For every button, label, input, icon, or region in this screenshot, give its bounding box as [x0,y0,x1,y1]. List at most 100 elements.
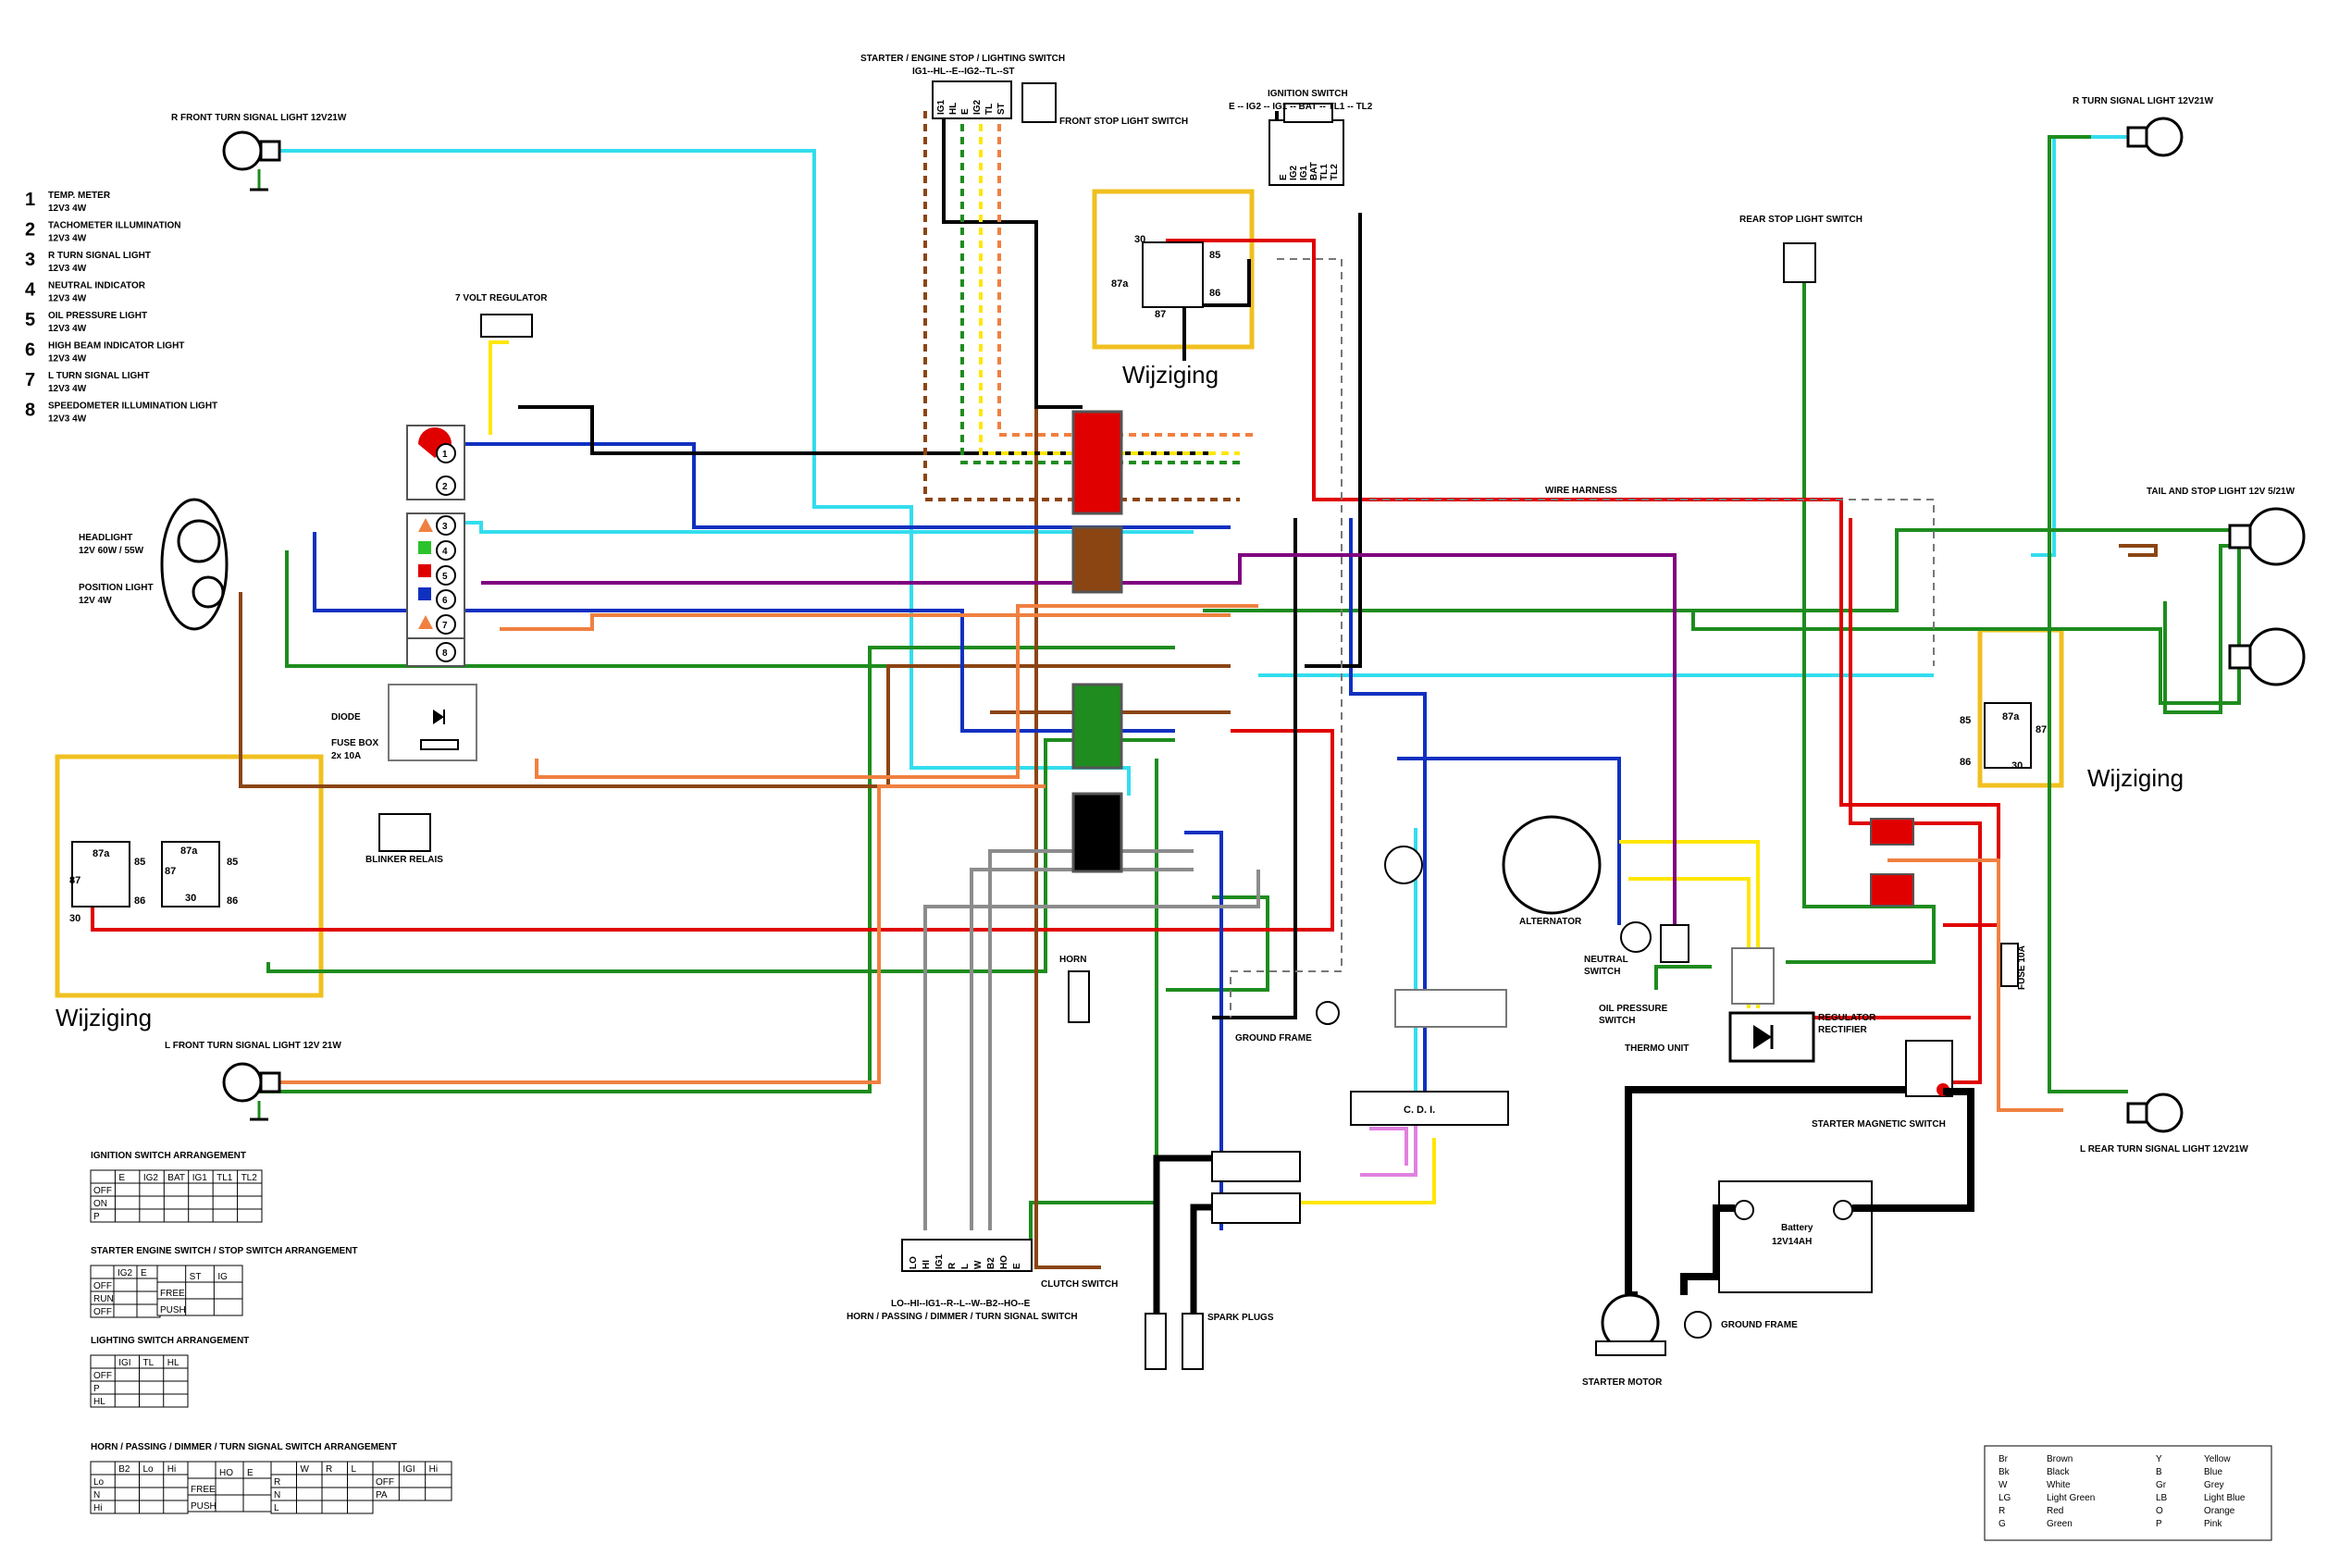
relays-left [71,841,220,907]
pin-label: HO [999,1255,1009,1269]
table-header: Lo [143,1464,155,1475]
modification-box-left [55,754,324,998]
table-header: Hi [429,1464,438,1475]
color-code: Gr [2156,1480,2167,1490]
connector-blocks [1071,410,1914,907]
relay-top-pin85: 85 [1209,250,1220,261]
panel-position-number: 3 [442,522,448,532]
table-row-label: P [93,1384,100,1394]
legend-item-spec: 12V3 4W [48,234,87,244]
table-row-label: HL [93,1397,105,1407]
table-row-label: ON [93,1199,107,1209]
table-row-label: P [93,1212,100,1222]
color-code: Bk [1999,1467,2011,1477]
horn-label: HORN [1059,955,1086,965]
pin-label: IG2 [1289,165,1299,180]
color-name: Light Blue [2204,1493,2246,1503]
table-row-label: N [93,1490,100,1500]
relay-l1-pin87a: 87a [93,848,110,859]
pin-label: TL1 [1319,164,1330,180]
legend-number: 4 [25,280,36,301]
pin-label: BAT [1309,162,1319,180]
connector-red-top [1071,410,1123,515]
fusebox-label: FUSE BOX [331,738,378,748]
tail-stop-bulb-2 [2228,627,2306,686]
r-turn-label: R TURN SIGNAL LIGHT 12V21W [2073,96,2214,106]
horn-switch-pins: LO--HI--IG1--R--L--W--B2--HO--E [891,1299,1031,1309]
relay-l2-pin30: 30 [185,893,196,904]
legend-number: 6 [25,340,35,361]
connector-brown [1071,525,1123,594]
connector-green [1071,683,1123,770]
legend-number: 1 [25,190,35,210]
legend-number: 3 [25,250,35,270]
table-row-label: FREE [160,1289,185,1299]
connector-black [1071,792,1123,873]
panel-position-number: 8 [442,648,448,659]
panel-position-number: 6 [442,596,448,606]
pin-label: IG2 [972,99,983,115]
table-header: TL1 [217,1173,233,1183]
bulbs [222,117,2306,1133]
clutch-switch-label: CLUTCH SWITCH [1041,1279,1118,1290]
color-name: Brown [2047,1454,2073,1464]
legend-item-spec: 12V3 4W [48,294,87,304]
headlight-spec: 12V 60W / 55W [79,546,144,556]
table-row-label: OFF [376,1477,394,1488]
relay-l2-pin87: 87 [165,866,176,877]
regrect-label: REGULATOR [1818,1013,1876,1023]
pin-label: ST [996,103,1007,115]
table-header: IG2 [118,1268,133,1278]
relay-top-pin87a: 87a [1111,278,1129,290]
relay-top-pin30: 30 [1134,234,1145,245]
table-title: STARTER ENGINE SWITCH / STOP SWITCH ARRA… [91,1246,358,1256]
color-name: Yellow [2204,1454,2231,1464]
legend-item-name: OIL PRESSURE LIGHT [48,311,147,321]
ignition-coils [1153,1151,1301,1314]
alternator [1384,815,1602,915]
table-row-label: PUSH [160,1305,186,1315]
component-labels: R FRONT TURN SIGNAL LIGHT 12V21W L FRONT… [79,54,2296,1388]
table-row-label: R [274,1477,280,1488]
pin-label: HL [948,103,959,115]
blinker-relais: BLINKER RELAIS [365,813,443,865]
panel-position-number: 2 [442,482,448,492]
relay-r-pin86: 86 [1960,757,1971,768]
cdi-unit: C. D. I. [1350,989,1509,1126]
relay-top-pin87: 87 [1155,309,1166,320]
table-row-label: PA [376,1490,388,1500]
ignition-pins: E -- IG2 -- IG1 -- BAT -- TL1 -- TL2 [1229,102,1373,112]
table-header: E [141,1268,147,1278]
relay-l2-pin85: 85 [227,857,238,868]
color-name: White [2047,1480,2071,1490]
legend-item-spec: 12V3 4W [48,324,87,334]
table-header: HL [167,1358,179,1368]
legend-number: 7 [25,370,35,390]
headlight-label: HEADLIGHT [79,533,132,543]
table-title: HORN / PASSING / DIMMER / TURN SIGNAL SW… [91,1442,397,1452]
position-light-spec: 12V 4W [79,596,112,606]
starter-magnetic-label: STARTER MAGNETIC SWITCH [1812,1119,1946,1130]
l-front-turn-label: L FRONT TURN SIGNAL LIGHT 12V 21W [165,1041,341,1051]
wijziging-label-right: Wijziging [2087,764,2184,792]
ground-frame-label-2: GROUND FRAME [1721,1320,1798,1330]
modification-box-top [1092,189,1255,350]
legend-number: 2 [25,220,35,241]
color-name: Blue [2204,1467,2222,1477]
starter-switch-pins: IG1--HL--E--IG2--TL--ST [912,67,1015,77]
starter-switch-label: STARTER / ENGINE STOP / LIGHTING SWITCH [860,54,1065,64]
fusebox-spec: 2x 10A [331,751,361,761]
neutral-label-2: SWITCH [1584,967,1620,977]
color-code: R [1999,1506,2005,1516]
color-name: Black [2047,1467,2070,1477]
color-code: LB [2156,1493,2168,1503]
legend-item-name: TACHOMETER ILLUMINATION [48,221,181,231]
panel-position-circle [436,642,456,662]
table-header: IG2 [143,1173,159,1183]
table-header: B2 [118,1464,130,1475]
